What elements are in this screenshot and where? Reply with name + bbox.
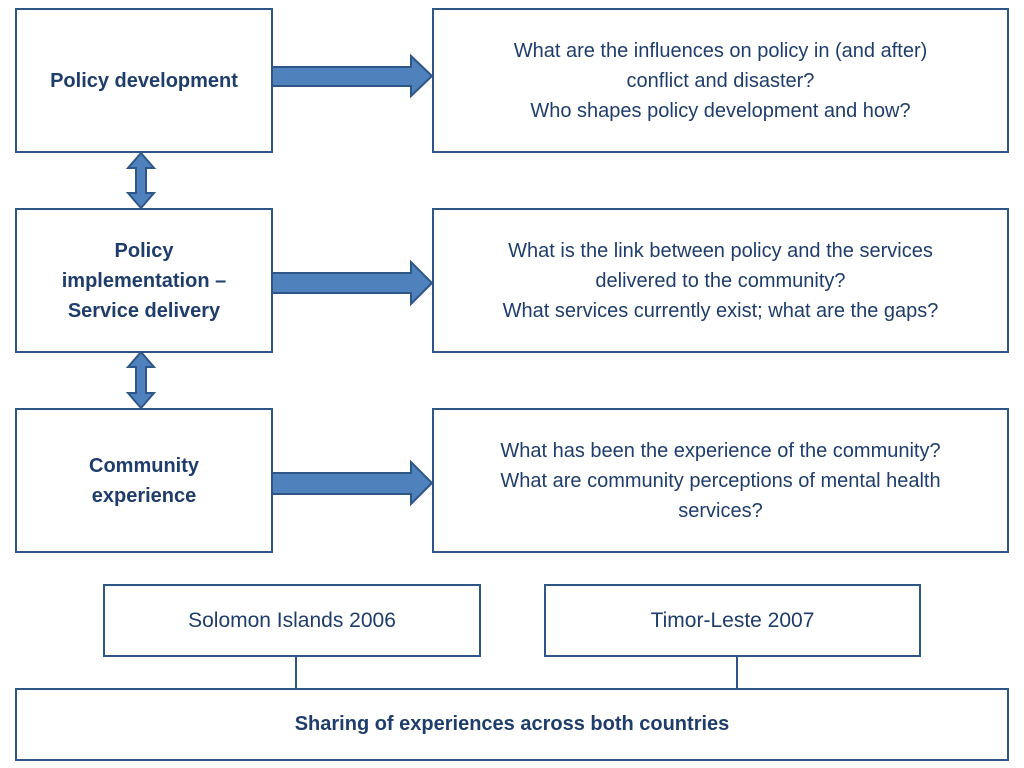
arrow-right-2 (271, 259, 434, 307)
country-box-solomon-islands: Solomon Islands 2006 (103, 584, 481, 657)
shared-experiences-box: Sharing of experiences across both count… (15, 688, 1009, 761)
question-text: What is the link between policy and the … (502, 239, 939, 322)
stage-label: Policy development (50, 69, 238, 92)
question-box-3: What has been the experience of the comm… (432, 408, 1009, 553)
country-box-timor-leste: Timor-Leste 2007 (544, 584, 921, 657)
question-text: What has been the experience of the comm… (500, 439, 941, 522)
country-label: Timor-Leste 2007 (650, 608, 815, 632)
country-label: Solomon Islands 2006 (188, 608, 396, 632)
question-box-2: What is the link between policy and the … (432, 208, 1009, 353)
arrow-right-1 (271, 53, 434, 99)
question-text: What are the influences on policy in (an… (513, 39, 928, 122)
stage-box-community-experience: Community experience (15, 408, 273, 553)
question-box-1: What are the influences on policy in (an… (432, 8, 1009, 153)
stage-box-policy-development: Policy development (15, 8, 273, 153)
double-arrow-2 (125, 350, 157, 410)
stage-box-policy-implementation: Policy implementation – Service delivery (15, 208, 273, 353)
shared-label: Sharing of experiences across both count… (294, 713, 730, 735)
double-arrow-1 (125, 151, 157, 210)
stage-label: Community experience (89, 454, 199, 507)
stage-label: Policy implementation – Service delivery (61, 239, 227, 322)
arrow-right-3 (271, 459, 434, 507)
